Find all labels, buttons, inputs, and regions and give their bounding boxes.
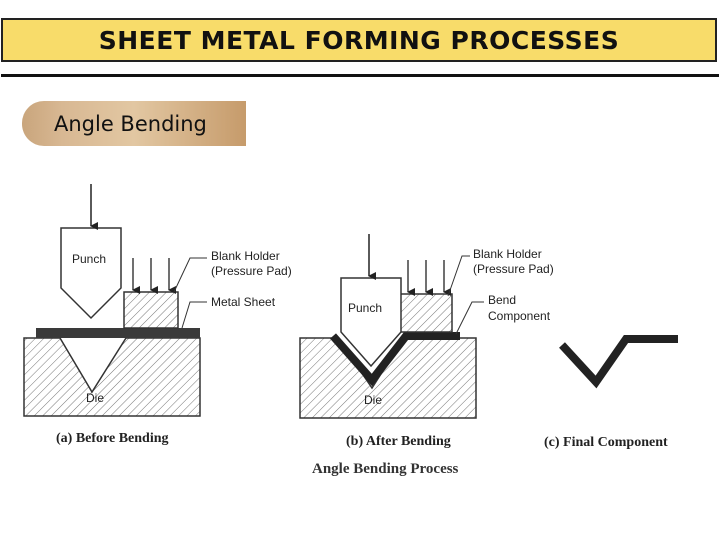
blank-holder-after bbox=[397, 293, 453, 333]
angle-bending-diagram: Punch Blank Holder (Pressure Pad) Metal … bbox=[23, 184, 678, 477]
punch-label-after: Punch bbox=[348, 301, 382, 315]
die-block-after bbox=[299, 337, 477, 419]
punch-label-before: Punch bbox=[72, 252, 106, 266]
section-label: Angle Bending bbox=[54, 112, 207, 136]
bend-leader bbox=[455, 301, 484, 335]
title-divider bbox=[1, 74, 719, 77]
final-component-shape bbox=[559, 335, 678, 389]
process-caption: Angle Bending Process bbox=[312, 461, 459, 477]
bend-label-2: Component bbox=[488, 309, 551, 323]
die-label-before: Die bbox=[86, 391, 104, 405]
holder-label-after-2: (Pressure Pad) bbox=[473, 262, 554, 276]
holder-leader-before bbox=[173, 257, 207, 293]
caption-final: (c) Final Component bbox=[544, 435, 668, 450]
sheet-leader-before bbox=[181, 301, 207, 329]
bent-sheet bbox=[330, 332, 460, 387]
sheet-label: Metal Sheet bbox=[211, 295, 276, 309]
blank-holder-before bbox=[123, 291, 179, 329]
punch-after bbox=[340, 277, 402, 368]
final-component-panel: (c) Final Component bbox=[544, 335, 678, 450]
holder-label-before-1: Blank Holder bbox=[211, 249, 280, 263]
section-tab bbox=[22, 101, 246, 146]
caption-after: (b) After Bending bbox=[346, 434, 451, 449]
holder-label-after-1: Blank Holder bbox=[473, 247, 542, 261]
die-block-before bbox=[23, 337, 201, 417]
punch-before bbox=[60, 227, 122, 320]
caption-before: (a) Before Bending bbox=[56, 431, 169, 446]
holder-label-before-2: (Pressure Pad) bbox=[211, 264, 292, 278]
bend-label-1: Bend bbox=[488, 293, 516, 307]
after-bending-panel: Punch Blank Holder (Pressure Pad) Bend C… bbox=[299, 234, 554, 449]
title-bar: SHEET METAL FORMING PROCESSES bbox=[1, 18, 717, 62]
metal-sheet-before bbox=[36, 328, 200, 338]
die-label-after: Die bbox=[364, 393, 382, 407]
holder-leader-after bbox=[447, 255, 470, 297]
slide-title: SHEET METAL FORMING PROCESSES bbox=[98, 25, 620, 55]
before-bending-panel: Punch Blank Holder (Pressure Pad) Metal … bbox=[23, 184, 292, 446]
